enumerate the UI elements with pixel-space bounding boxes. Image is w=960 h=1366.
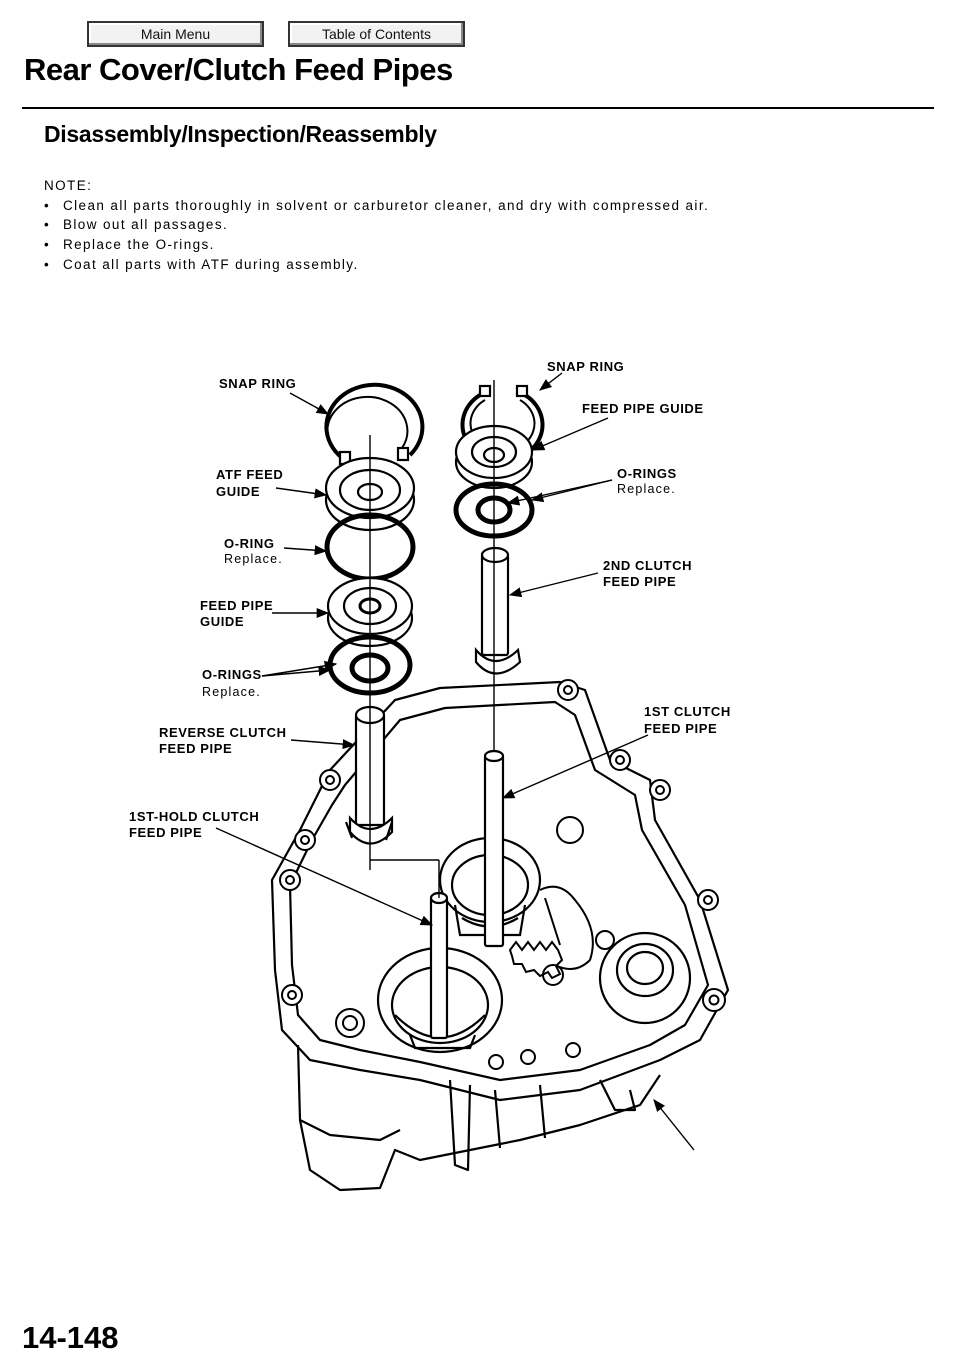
label-feed-pipe-guide-left-2: GUIDE [200,614,244,629]
note-item: Replace the O-rings. [44,235,709,255]
page-number: 14-148 [22,1320,119,1355]
label-second-clutch-2: FEED PIPE [603,574,676,589]
main-menu-button[interactable]: Main Menu [87,21,264,47]
note-item: Blow out all passages. [44,215,709,235]
first-hold-pipe [370,859,449,1040]
note-block: NOTE: Clean all parts thoroughly in solv… [44,176,709,275]
note-item: Clean all parts thoroughly in solvent or… [44,196,709,216]
label-snap-ring-left: SNAP RING [219,376,296,391]
section-title: Disassembly/Inspection/Reassembly [44,121,437,147]
bolt-bosses [279,679,726,1070]
right-parts-stack [453,380,545,948]
title-divider [22,107,934,109]
note-item: Coat all parts with ATF during assembly. [44,255,709,275]
label-second-clutch: 2ND CLUTCH [603,558,692,573]
gear [508,885,594,980]
page-title: Rear Cover/Clutch Feed Pipes [24,52,453,87]
label-reverse-clutch: REVERSE CLUTCH [159,725,287,740]
label-first-hold-2: FEED PIPE [129,825,202,840]
label-o-rings-right-note: Replace. [617,482,676,496]
label-o-rings-left-note: Replace. [202,685,261,699]
label-atf-feed-guide-2: GUIDE [216,484,260,499]
table-of-contents-button[interactable]: Table of Contents [288,21,465,47]
label-o-rings-left: O-RINGS [202,667,262,682]
label-first-hold: 1ST-HOLD CLUTCH [129,809,259,824]
label-o-rings-right: O-RINGS [617,466,677,481]
label-o-ring-left: O-RING [224,536,275,551]
left-parts-stack [324,382,425,870]
label-feed-pipe-guide-left: FEED PIPE [200,598,273,613]
part-labels: SNAP RING ATF FEED GUIDE O-RING Replace.… [129,359,731,840]
label-o-ring-left-note: Replace. [224,552,283,566]
label-first-clutch: 1ST CLUTCH [644,704,731,719]
note-heading: NOTE: [44,178,93,193]
label-reverse-clutch-2: FEED PIPE [159,741,232,756]
label-snap-ring-right: SNAP RING [547,359,624,374]
label-feed-pipe-guide-right: FEED PIPE GUIDE [582,401,704,416]
note-list: Clean all parts thoroughly in solvent or… [44,196,709,275]
label-atf-feed-guide: ATF FEED [216,467,283,482]
bearing-bore-right [598,931,692,1025]
leader-arrows [215,372,695,1151]
label-first-clutch-2: FEED PIPE [644,721,717,736]
